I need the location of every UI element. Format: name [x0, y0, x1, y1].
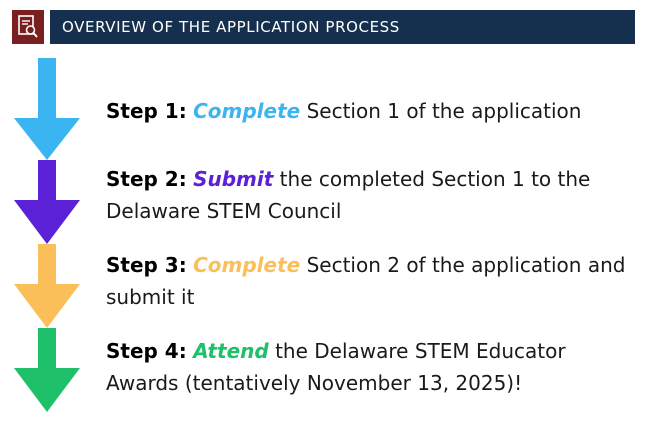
step-2-label: Step 2: — [106, 167, 187, 191]
step-3-text: Section 2 of the application and submit … — [106, 253, 626, 309]
step-1-verb: Complete — [193, 99, 301, 123]
step-2-text: the completed Section 1 to the Delaware … — [106, 167, 591, 223]
process-arrows — [14, 58, 80, 412]
step-4-text: the Delaware STEM Educator Awards (tenta… — [106, 339, 566, 395]
step-4-label: Step 4: — [106, 339, 187, 363]
step-2-verb: Submit — [193, 167, 274, 191]
step-4: Step 4: Attend the Delaware STEM Educato… — [106, 335, 641, 399]
step-1-text: Section 1 of the application — [300, 99, 582, 123]
step-4-arrow-icon — [14, 328, 80, 412]
step-4-verb: Attend — [193, 339, 269, 363]
step-2-arrow-icon — [14, 160, 80, 244]
document-search-icon — [12, 10, 44, 44]
step-2: Step 2: Submit the completed Section 1 t… — [106, 163, 641, 227]
page-title: OVERVIEW OF THE APPLICATION PROCESS — [62, 18, 400, 36]
step-1-label: Step 1: — [106, 99, 187, 123]
step-3-verb: Complete — [193, 253, 301, 277]
step-3-label: Step 3: — [106, 253, 187, 277]
step-1: Step 1: Complete Section 1 of the applic… — [106, 95, 641, 127]
step-3-arrow-icon — [14, 244, 80, 328]
step-1-arrow-icon — [14, 58, 80, 160]
step-3: Step 3: Complete Section 2 of the applic… — [106, 249, 641, 313]
page-title-bar: OVERVIEW OF THE APPLICATION PROCESS — [50, 10, 635, 44]
